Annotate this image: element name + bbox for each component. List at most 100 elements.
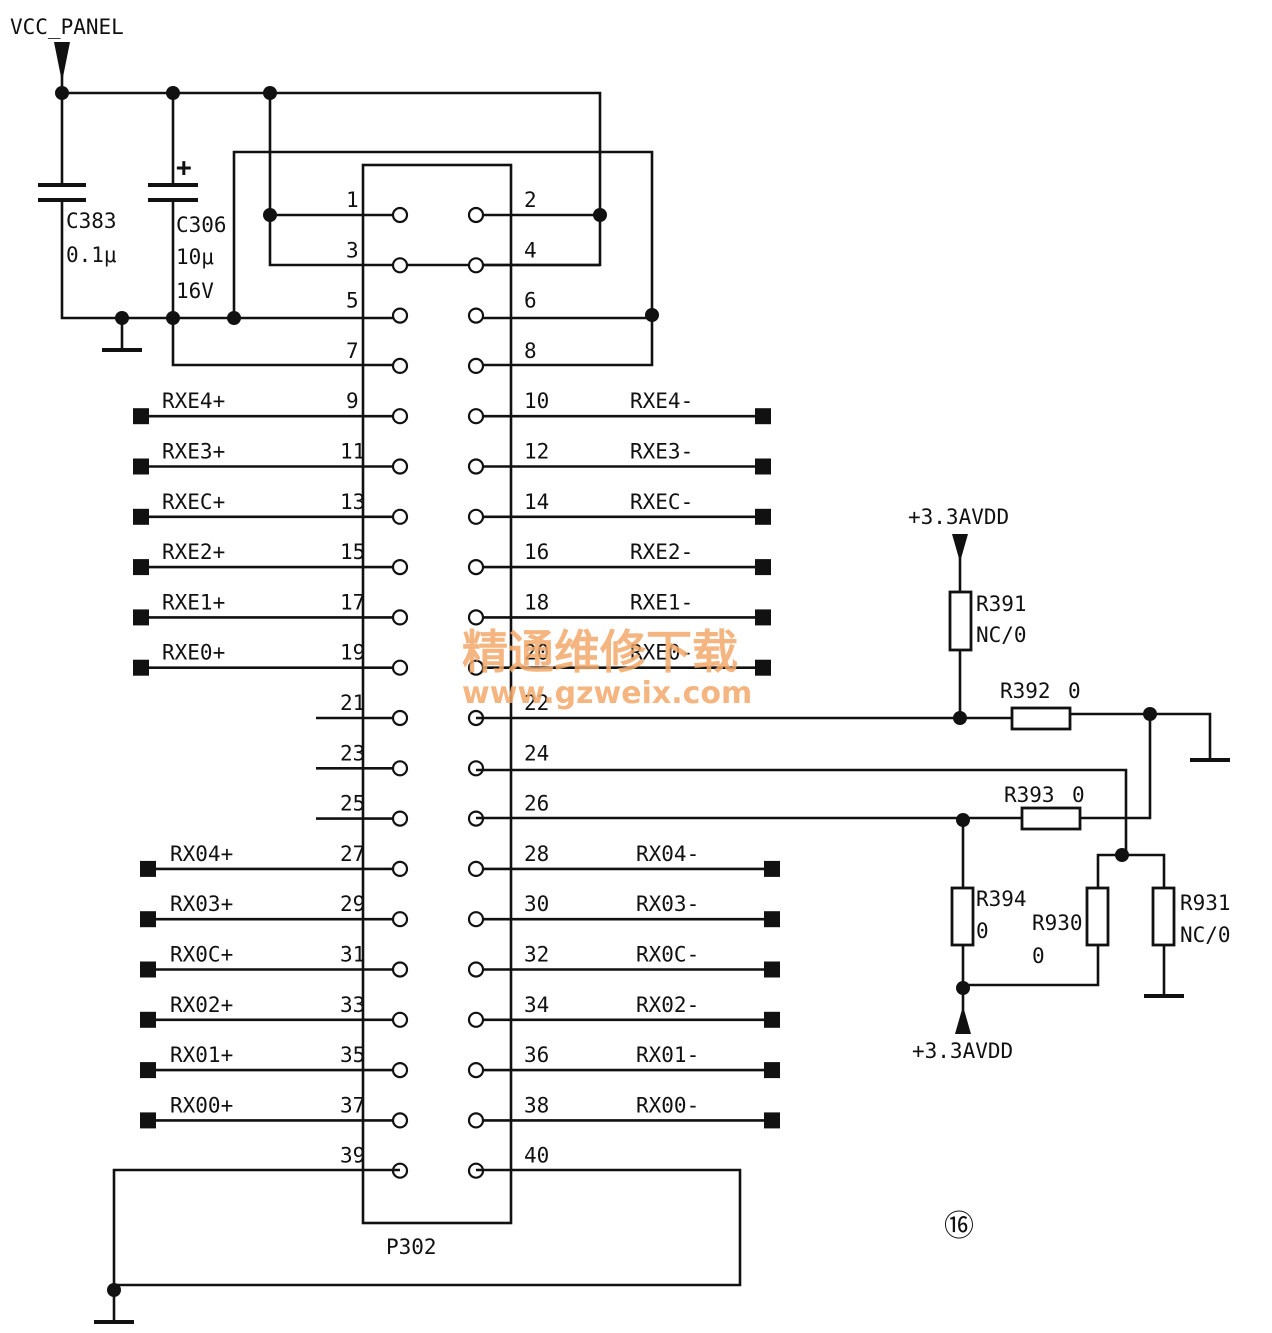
terminal-pad-right bbox=[755, 559, 771, 576]
pin-number-left: 11 bbox=[340, 440, 365, 464]
page-marker: ⑯ bbox=[944, 1209, 974, 1244]
resistor-r931 bbox=[1151, 886, 1176, 947]
pin-number-right: 32 bbox=[524, 943, 549, 967]
pin-number-right: 30 bbox=[524, 892, 549, 916]
pin-number-right: 14 bbox=[524, 490, 549, 514]
vcc-rail-wire bbox=[62, 91, 602, 267]
pin-number-left: 7 bbox=[346, 339, 359, 363]
pin-number-right: 38 bbox=[524, 1093, 549, 1117]
r931-ref: R931 bbox=[1180, 891, 1231, 915]
terminal-pad-left bbox=[133, 408, 149, 425]
vcc-pin3-wire bbox=[268, 93, 400, 267]
connector-pin-even bbox=[467, 307, 485, 324]
junction-dot bbox=[107, 1283, 121, 1297]
pin-number-left: 13 bbox=[340, 490, 365, 514]
terminal-pad-right bbox=[764, 1011, 780, 1028]
capacitor-c306: + C306 10μ 16V bbox=[148, 93, 400, 367]
pin-number-right: 6 bbox=[524, 289, 537, 313]
pin-number-left: 5 bbox=[346, 289, 359, 313]
signal-label-right: RXEC- bbox=[630, 490, 693, 514]
signal-label-right: RX00- bbox=[636, 1093, 699, 1117]
junction-dot bbox=[166, 311, 180, 325]
pin-number-right: 26 bbox=[524, 792, 549, 816]
avdd-top-label: +3.3AVDD bbox=[908, 505, 1009, 529]
connector-pin-odd bbox=[391, 508, 409, 525]
connector-pin-even bbox=[467, 1011, 485, 1028]
r393-value: 0 bbox=[1072, 783, 1085, 807]
connector-pin-odd bbox=[391, 609, 409, 626]
pin-number-left: 27 bbox=[340, 842, 365, 866]
pin-number-right: 24 bbox=[524, 741, 549, 765]
signal-label-right: RXE4- bbox=[630, 389, 693, 413]
terminal-pad-right bbox=[755, 458, 771, 475]
signal-label-right: RX0C- bbox=[636, 943, 699, 967]
connector-pin-odd bbox=[391, 458, 409, 475]
connector-pin-odd bbox=[391, 558, 409, 576]
terminal-pad-right bbox=[764, 961, 780, 978]
pin-number-right: 18 bbox=[524, 590, 549, 614]
signal-label-right: RXE1- bbox=[630, 590, 693, 614]
pin-number-right: 36 bbox=[524, 1043, 549, 1067]
pin-number-left: 15 bbox=[340, 540, 365, 564]
connector-pin-odd bbox=[391, 408, 409, 425]
connector-pin-even bbox=[467, 508, 485, 525]
resistor-r391 bbox=[948, 590, 973, 652]
junction-dot bbox=[956, 981, 970, 995]
c383-value: 0.1μ bbox=[66, 243, 117, 267]
terminal-pad-right bbox=[755, 609, 771, 626]
resistor-r393 bbox=[1020, 806, 1082, 831]
connector-pin-odd bbox=[391, 911, 409, 928]
gnd-loop-wire bbox=[232, 150, 654, 367]
connector-pin-odd bbox=[391, 1011, 409, 1028]
r393-ref: R393 bbox=[1004, 783, 1055, 807]
connector-pin-odd bbox=[391, 357, 409, 374]
c383-ref: C383 bbox=[66, 209, 117, 233]
vcc-panel-label: VCC_PANEL bbox=[10, 15, 124, 39]
r930-value: 0 bbox=[1032, 944, 1045, 968]
c306-value: 10μ bbox=[176, 245, 214, 269]
pin-number-left: 37 bbox=[340, 1093, 365, 1117]
connector-pin-odd bbox=[391, 810, 409, 827]
pin-number-left: 19 bbox=[340, 641, 365, 665]
resistor-r392 bbox=[1010, 706, 1072, 731]
pin-number-right: 16 bbox=[524, 540, 549, 564]
r392-value: 0 bbox=[1068, 679, 1081, 703]
pin-number-left: 17 bbox=[340, 590, 365, 614]
r931-value: NC/0 bbox=[1180, 923, 1231, 947]
pin-number-left: 21 bbox=[340, 691, 365, 715]
connector-pin-even bbox=[467, 860, 485, 878]
c306-ref: C306 bbox=[176, 213, 227, 237]
terminal-pad-left bbox=[133, 458, 149, 475]
terminal-pad-left bbox=[140, 1112, 156, 1129]
connector-pin-odd bbox=[391, 1061, 409, 1079]
junction-dot bbox=[593, 208, 607, 222]
signal-label-left: RXE3+ bbox=[162, 440, 225, 464]
pin-number-left: 23 bbox=[340, 741, 365, 765]
signal-label-left: RXE2+ bbox=[162, 540, 225, 564]
pin-number-left: 35 bbox=[340, 1043, 365, 1067]
capacitor-c383: C383 0.1μ bbox=[38, 93, 173, 320]
connector-ref: P302 bbox=[386, 1235, 437, 1259]
signal-label-left: RX00+ bbox=[170, 1093, 233, 1117]
signal-label-right: RXE0- bbox=[630, 641, 693, 665]
terminal-pad-left bbox=[133, 609, 149, 626]
signal-label-left: RX04+ bbox=[170, 842, 233, 866]
pin-number-left: 25 bbox=[340, 792, 365, 816]
pin-number-right: 4 bbox=[524, 238, 537, 262]
signal-label-left: RXEC+ bbox=[162, 490, 225, 514]
pin-number-right: 10 bbox=[524, 389, 549, 413]
terminal-pad-left bbox=[140, 1011, 156, 1028]
pin-number-left: 39 bbox=[340, 1144, 365, 1168]
signal-label-right: RX03- bbox=[636, 892, 699, 916]
pin-number-right: 8 bbox=[524, 339, 537, 363]
terminal-pad-right bbox=[755, 508, 771, 525]
connector-pin-odd bbox=[391, 860, 409, 878]
terminal-pad-left bbox=[133, 508, 149, 525]
pin-number-right: 12 bbox=[524, 440, 549, 464]
resistor-r394 bbox=[950, 886, 975, 947]
r394-value: 0 bbox=[976, 919, 989, 943]
terminal-pad-right bbox=[755, 408, 771, 425]
connector-pin-even bbox=[467, 558, 485, 576]
r391-value: NC/0 bbox=[976, 623, 1027, 647]
